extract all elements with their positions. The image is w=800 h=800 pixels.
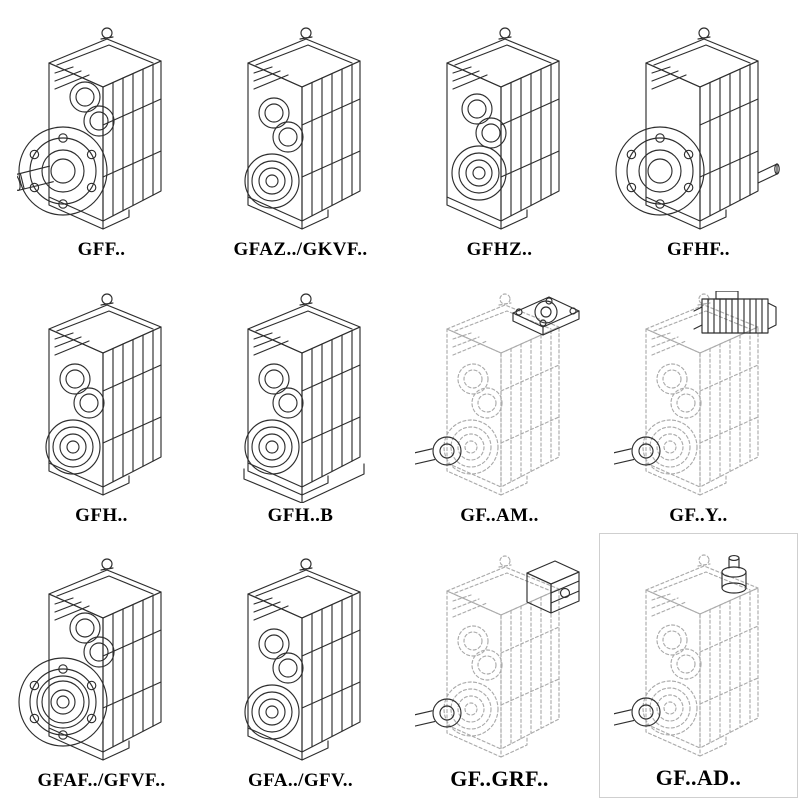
model-label: GFAF../GFVF.. — [37, 770, 166, 791]
model-label: GF..GRF.. — [450, 766, 549, 791]
gearbox-drawing-gfaf-gfvf — [11, 556, 193, 768]
housing-drawing — [49, 28, 161, 229]
output-flange-drawing — [19, 658, 107, 746]
model-cell: GFH.. — [2, 267, 201, 532]
model-label: GFH.. — [75, 504, 128, 526]
input-bearing-covers-drawing — [458, 626, 502, 680]
output-shaft-drawing — [11, 166, 53, 191]
model-label: GF..Y.. — [669, 504, 728, 526]
shrink-disc-rings-drawing — [37, 676, 89, 728]
gearbox-drawing-gfhf — [608, 25, 790, 237]
model-label: GFA../GFV.. — [247, 770, 354, 791]
model-cell: GFH..B — [201, 267, 400, 532]
hollow-shaft-drawing — [46, 420, 100, 474]
housing-drawing — [646, 28, 758, 229]
shrink-disc-rings-drawing — [452, 146, 506, 200]
input-bearing-covers-drawing — [458, 364, 502, 418]
input-bearing-covers-drawing — [657, 625, 701, 679]
housing-drawing — [248, 28, 360, 229]
gearbox-drawing-gfh-b — [210, 291, 392, 503]
phantom-housing-group — [643, 555, 758, 756]
housing-drawing — [49, 559, 161, 760]
model-label: GF..AD.. — [655, 765, 742, 790]
model-cell: GF..Y.. — [599, 267, 798, 532]
gearbox-drawing-gfh — [11, 291, 193, 503]
input-bearing-covers-drawing — [259, 364, 303, 418]
gearbox-drawing-gf-am — [409, 291, 591, 503]
model-label: GFF.. — [77, 239, 126, 261]
model-cell: GF..AM.. — [400, 267, 599, 532]
gearbox-drawing-gf-ad — [608, 552, 790, 764]
output-shaft-drawing — [409, 699, 461, 727]
model-cell: GF..GRF.. — [400, 533, 599, 798]
model-label: GFH..B — [267, 504, 334, 526]
gearbox-drawing-gf-y — [608, 291, 790, 503]
input-bearing-covers-drawing — [657, 364, 701, 418]
hollow-shaft-drawing — [245, 685, 299, 739]
housing-drawing — [248, 294, 360, 495]
gearbox-drawing-gfa-gfv — [210, 556, 392, 768]
phantom-housing-group — [444, 294, 559, 495]
input-shaft-adapter-drawing — [722, 556, 746, 593]
input-bearing-covers-drawing — [60, 364, 104, 418]
model-label: GFHZ.. — [466, 239, 533, 261]
gearbox-drawing-gff — [11, 25, 193, 237]
model-cell: GFAF../GFVF.. — [2, 533, 201, 798]
model-cell: GFHF.. — [599, 2, 798, 267]
gearbox-drawing-gfaz-gkvf — [210, 25, 392, 237]
gearbox-drawing-gfhz — [409, 25, 591, 237]
housing-drawing — [248, 559, 360, 760]
model-cell: GFAZ../GKVF.. — [201, 2, 400, 267]
housing-drawing — [447, 294, 559, 495]
model-cell: GF..AD.. — [599, 532, 798, 798]
input-bearing-covers-drawing — [259, 98, 303, 152]
input-bearing-covers-drawing — [462, 94, 506, 148]
hollow-shaft-drawing — [245, 420, 299, 474]
iec-adapter-flange-drawing — [513, 297, 579, 335]
phantom-housing-group — [643, 294, 758, 495]
phantom-housing-group — [444, 556, 559, 757]
model-cell: GFHZ.. — [400, 2, 599, 267]
housing-drawing — [447, 28, 559, 229]
housing-drawing — [447, 556, 559, 757]
side-shaft-drawing — [758, 164, 779, 183]
output-shaft-drawing — [409, 437, 461, 465]
model-cell: GFF.. — [2, 2, 201, 267]
model-label: GF..AM.. — [460, 504, 539, 526]
motor-drawing — [694, 291, 776, 333]
output-flange-drawing — [616, 127, 704, 215]
model-label: GFAZ../GKVF.. — [233, 239, 368, 261]
input-bearing-covers-drawing — [70, 82, 114, 136]
output-shaft-drawing — [608, 437, 660, 465]
housing-drawing — [646, 555, 758, 756]
model-cell: GFA../GFV.. — [201, 533, 400, 798]
output-shaft-drawing — [608, 698, 660, 726]
input-bearing-covers-drawing — [259, 629, 303, 683]
input-bearing-covers-drawing — [70, 613, 114, 667]
housing-drawing — [49, 294, 161, 495]
model-label: GFHF.. — [667, 239, 730, 261]
gearbox-drawing-gf-grf — [409, 553, 591, 765]
hollow-shaft-drawing — [245, 154, 299, 208]
